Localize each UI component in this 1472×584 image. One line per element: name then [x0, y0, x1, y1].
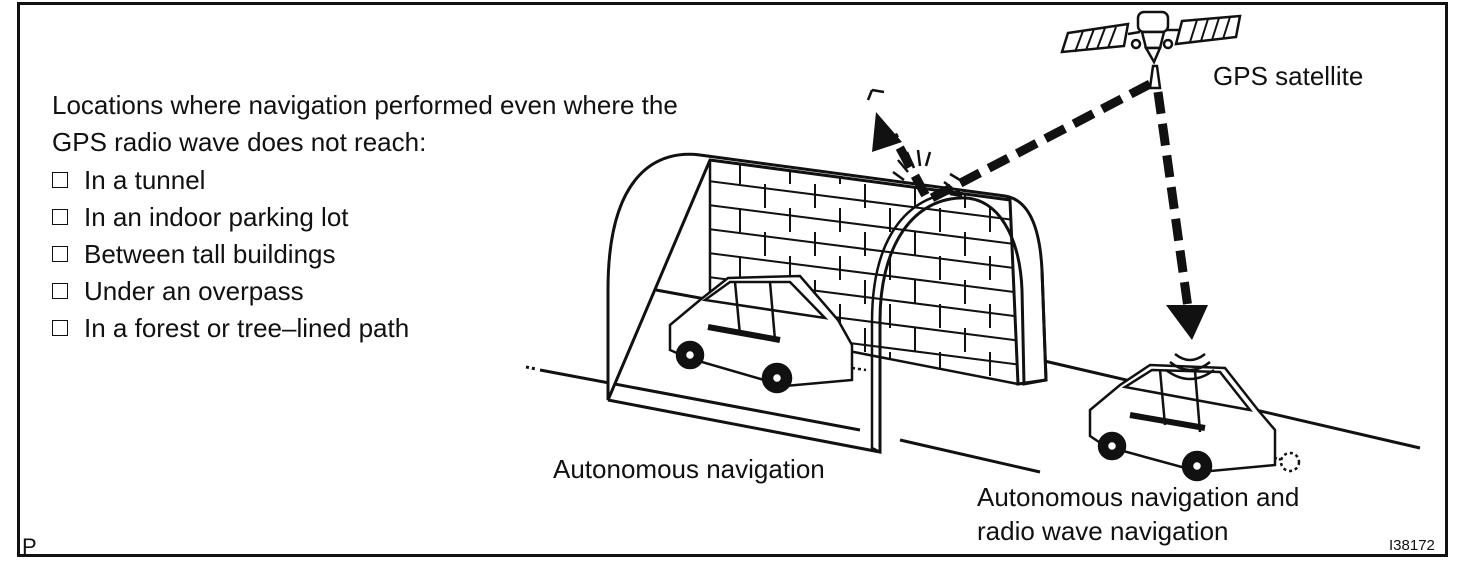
list-item-label: In a forest or tree–lined path — [84, 313, 410, 343]
direct-signal-arrow — [1153, 91, 1208, 340]
list-item: In a tunnel — [52, 165, 409, 202]
combined-label-line-2: radio wave navigation — [977, 516, 1229, 546]
satellite-label: GPS satellite — [1213, 61, 1364, 91]
intro-line-2: GPS radio wave does not reach: — [52, 127, 427, 157]
list-item-label: Between tall buildings — [84, 239, 336, 269]
combined-label-line-1: Autonomous navigation and — [977, 482, 1300, 512]
checkbox-square-icon — [52, 172, 68, 188]
corner-letter: P — [22, 534, 37, 559]
list-item: In an indoor parking lot — [52, 202, 409, 239]
signal-waves-icon — [1165, 352, 1215, 381]
intro-line-1: Locations where navigation performed eve… — [52, 90, 678, 120]
checkbox-square-icon — [52, 246, 68, 262]
list-item-label: In a tunnel — [84, 165, 206, 195]
checkbox-square-icon — [52, 320, 68, 336]
location-list: In a tunnel In an indoor parking lot Bet… — [52, 165, 409, 350]
list-item: Between tall buildings — [52, 239, 409, 276]
checkbox-square-icon — [52, 209, 68, 225]
car-in-tunnel-icon — [668, 274, 867, 394]
autonomous-label: Autonomous navigation — [553, 454, 825, 484]
list-item: Under an overpass — [52, 276, 409, 313]
list-item: In a forest or tree–lined path — [52, 313, 409, 350]
gps-satellite-icon — [1060, 10, 1242, 90]
list-item-label: Under an overpass — [84, 276, 304, 306]
intro-text: Locations where navigation performed eve… — [52, 90, 678, 164]
figure-id: I38172 — [1389, 537, 1435, 554]
combined-navigation-label: Autonomous navigation and radio wave nav… — [977, 480, 1299, 548]
list-item-label: In an indoor parking lot — [84, 202, 349, 232]
car-outside-icon — [1088, 363, 1301, 482]
reflected-signal-arrow — [866, 80, 1153, 207]
checkbox-square-icon — [52, 283, 68, 299]
